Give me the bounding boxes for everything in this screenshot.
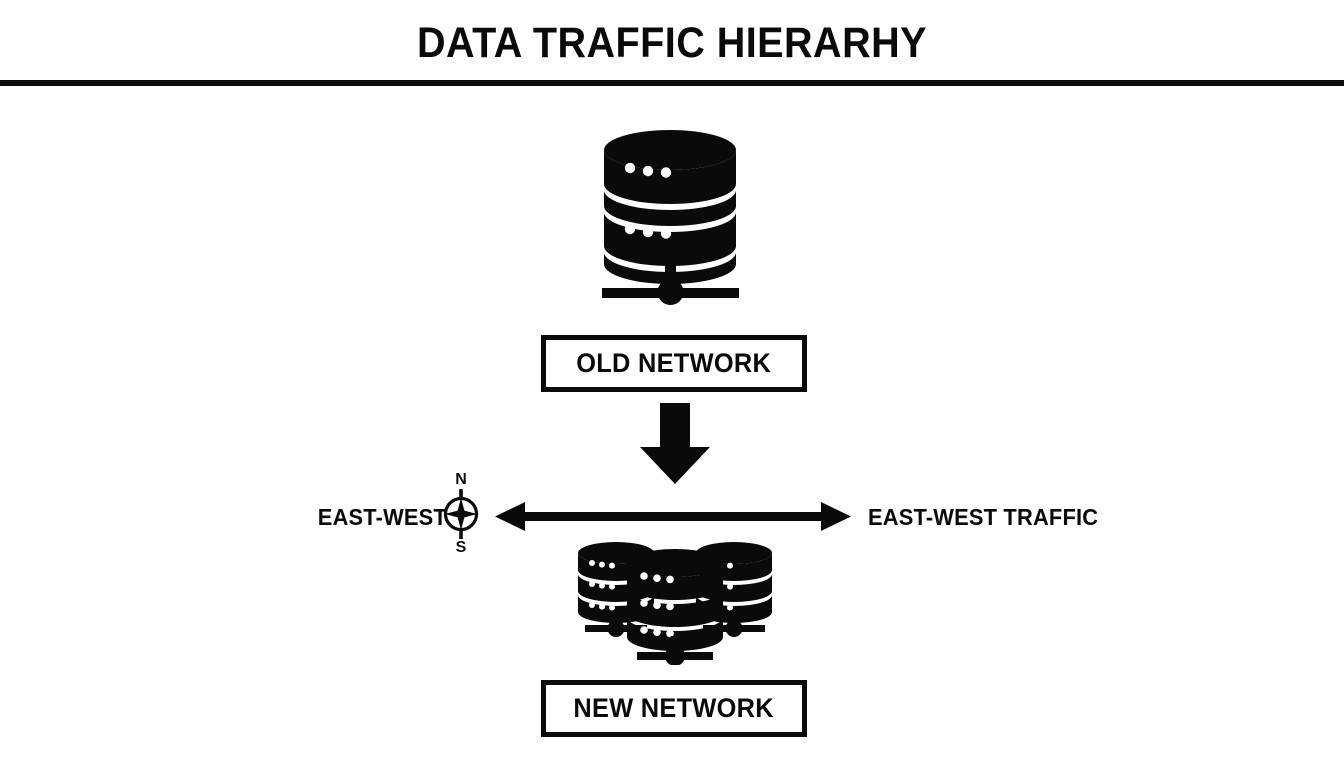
page-title: DATA TRAFFIC HIERARHY (417, 19, 927, 67)
east-west-left-label: EAST-WEST (317, 504, 447, 530)
down-arrow-icon (637, 403, 713, 490)
east-west-traffic-arrow-icon (495, 500, 851, 539)
new-network-label: NEW NETWORK (573, 693, 775, 723)
database-cluster-icon (575, 540, 775, 665)
compass-rose-icon: N S (437, 472, 485, 556)
compass-north-label: N (455, 471, 467, 488)
compass-south-label: S (455, 539, 467, 556)
database-cylinder-icon (598, 128, 758, 306)
new-network-box[interactable]: NEW NETWORK (541, 680, 807, 737)
old-network-label: OLD NETWORK (576, 348, 772, 378)
east-west-traffic-right-label: EAST-WEST TRAFFIC (868, 504, 1099, 530)
old-network-box[interactable]: OLD NETWORK (541, 335, 807, 392)
title-divider-rule (0, 80, 1344, 86)
